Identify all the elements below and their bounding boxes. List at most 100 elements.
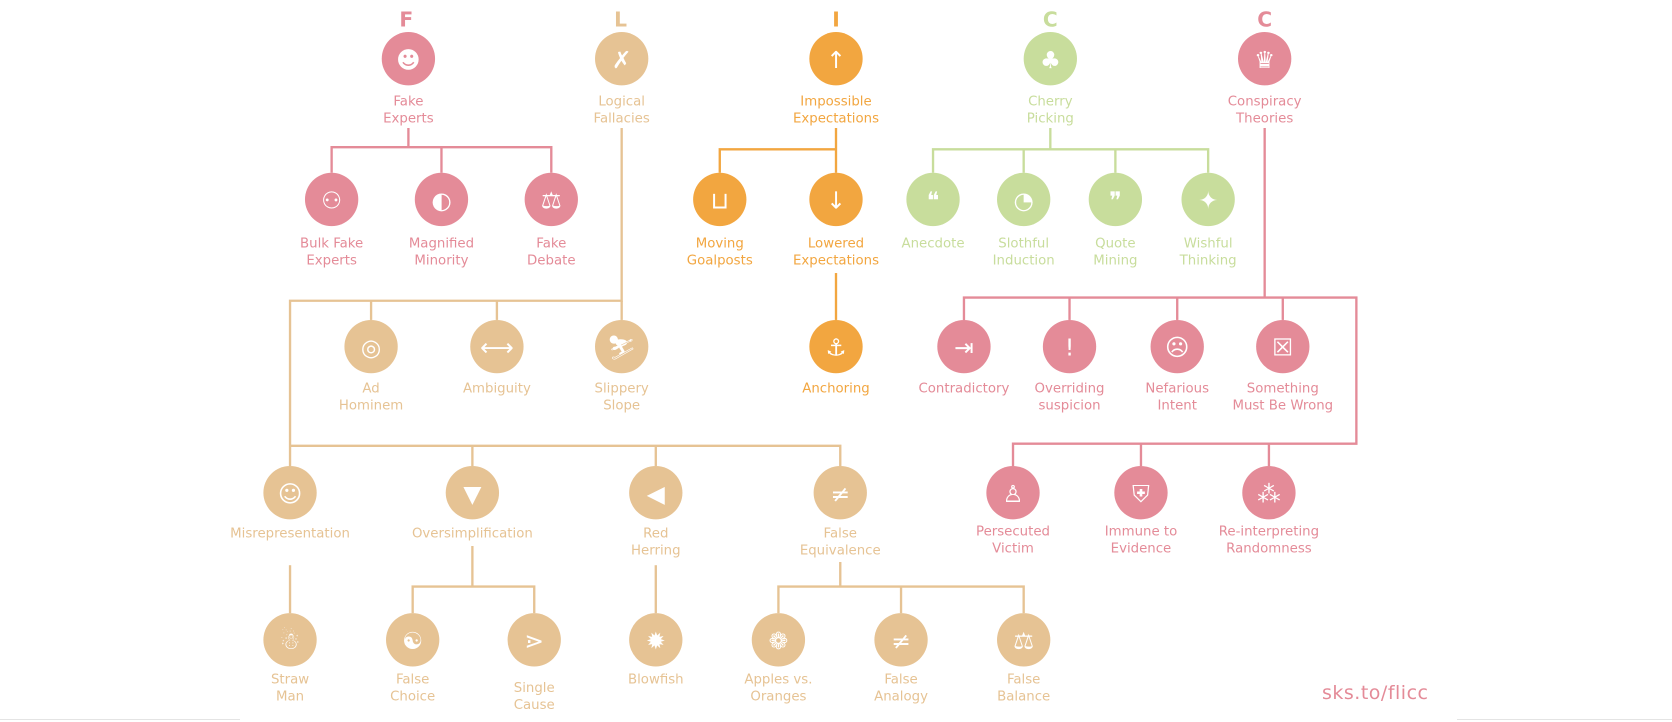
cherry-icon: ♣: [1040, 46, 1061, 74]
faces-icon: ◐: [431, 187, 451, 215]
category-letter-c: C: [1257, 8, 1272, 32]
node-label: Slothful: [998, 236, 1049, 251]
speech-quote-icon: ❝: [927, 187, 940, 215]
node-nefarious-intent: [1150, 319, 1204, 374]
node-label: Minority: [414, 253, 468, 268]
category-letter-l: L: [614, 8, 627, 32]
node-label: Slippery: [595, 381, 649, 396]
kneeling-person-icon: ♙: [1003, 480, 1024, 508]
node-label: Goalposts: [687, 253, 753, 268]
node-label: Red: [643, 526, 668, 541]
profile-icon: ☻: [396, 46, 420, 74]
raised-bar-icon: ↑: [826, 46, 846, 74]
crossed-document-icon: ☒: [1272, 334, 1293, 362]
node-apples-oranges: [751, 613, 806, 667]
anchor-icon: ⚓: [825, 334, 846, 362]
node-false-analogy: [874, 613, 928, 667]
node-label: Ad: [362, 381, 379, 396]
node-contradictory: [937, 319, 991, 374]
node-label: Equivalence: [800, 544, 881, 559]
node-quote-mining: [1088, 172, 1143, 227]
scarecrow-icon: ☃: [280, 627, 301, 655]
bottom-divider: [1457, 719, 1672, 720]
node-ad-hominem: [344, 319, 398, 374]
node-label: Slope: [603, 399, 640, 414]
double-arrow-icon: ⟷: [480, 334, 514, 362]
category-letter-f: F: [399, 8, 413, 32]
node-label: Magnified: [409, 236, 474, 251]
node-label: Expectations: [793, 112, 879, 127]
target-head-icon: ◎: [361, 334, 381, 362]
node-label: False: [884, 673, 917, 688]
node-label: suspicion: [1038, 399, 1100, 414]
node-label: Nefarious: [1145, 381, 1209, 396]
node-overriding-suspicion: [1042, 319, 1097, 374]
node-label: Thinking: [1179, 253, 1237, 268]
node-straw-man: [263, 613, 317, 667]
slope-icon: ⛷: [607, 334, 637, 362]
node-slippery-slope: [595, 319, 649, 374]
node-label: Oversimplification: [412, 526, 533, 541]
lowered-bar-icon: ↓: [826, 187, 846, 215]
node-label: Herring: [631, 544, 681, 559]
node-impossible-expectations: [809, 32, 863, 86]
node-oversimplification: [445, 466, 500, 520]
node-label: Straw: [271, 673, 309, 688]
node-false-balance: [997, 613, 1051, 667]
node-label: Cause: [514, 698, 555, 713]
goalpost-icon: ⊔: [711, 187, 729, 215]
node-label: Cherry: [1028, 95, 1073, 110]
node-label: Victim: [992, 541, 1034, 556]
node-label: False: [1007, 673, 1040, 688]
yin-yang-icon: ☯: [402, 627, 423, 655]
footer-link[interactable]: sks.to/flicc: [1322, 682, 1429, 704]
node-label: Intent: [1158, 399, 1197, 414]
connector-line: [962, 296, 1358, 467]
connector-line: [290, 444, 842, 467]
node-label: Man: [276, 690, 304, 705]
node-false-choice: [386, 613, 440, 667]
quote-icon: ❞: [1109, 187, 1122, 215]
node-label: Fake: [536, 236, 566, 251]
node-label: Choice: [390, 690, 435, 705]
category-letter-c: C: [1043, 8, 1058, 32]
node-conspiracy-theories: [1238, 32, 1292, 86]
node-label: Oranges: [750, 690, 806, 705]
shield-icon: ⛨: [1132, 480, 1150, 508]
node-label: Logical: [598, 95, 645, 110]
node-label: Analogy: [874, 690, 928, 705]
node-label: Overriding: [1035, 381, 1105, 396]
blowfish-icon: ✹: [646, 627, 666, 655]
node-label: Re-interpreting: [1219, 524, 1319, 539]
node-label: Bulk Fake: [300, 236, 363, 251]
node-label: Balance: [997, 690, 1050, 705]
node-label: Induction: [993, 253, 1055, 268]
node-label: Moving: [696, 236, 744, 251]
node-red-herring: [629, 466, 683, 520]
magnifier-alert-icon: !: [1065, 334, 1074, 362]
node-persecuted-victim: [986, 466, 1040, 520]
category-letter-i: I: [832, 8, 840, 32]
node-label: Single: [514, 681, 555, 696]
node-fake-experts: [381, 32, 436, 86]
scales-icon: ⚖: [541, 187, 562, 215]
node-label: Randomness: [1226, 541, 1312, 556]
node-reinterpreting-randomness: [1242, 466, 1296, 520]
node-label: Wishful: [1184, 236, 1233, 251]
node-anchoring: [809, 319, 863, 374]
node-cherry-picking: [1023, 32, 1077, 86]
node-magnified-minority: [414, 172, 469, 227]
fish-icon: ◀: [647, 480, 665, 508]
connector-line: [718, 148, 836, 173]
node-label: Blowfish: [628, 673, 684, 688]
not-equal-icon: ≠: [830, 480, 850, 508]
node-label: Something: [1247, 381, 1319, 396]
node-bulk-fake-experts: [304, 172, 359, 227]
funnel-icon: ▼: [463, 480, 481, 508]
node-label: Fallacies: [594, 112, 650, 127]
crowd-icon: ⚇: [321, 187, 342, 215]
node-label: Persecuted: [976, 524, 1050, 539]
node-blowfish: [629, 613, 683, 667]
node-label: Contradictory: [918, 381, 1009, 396]
